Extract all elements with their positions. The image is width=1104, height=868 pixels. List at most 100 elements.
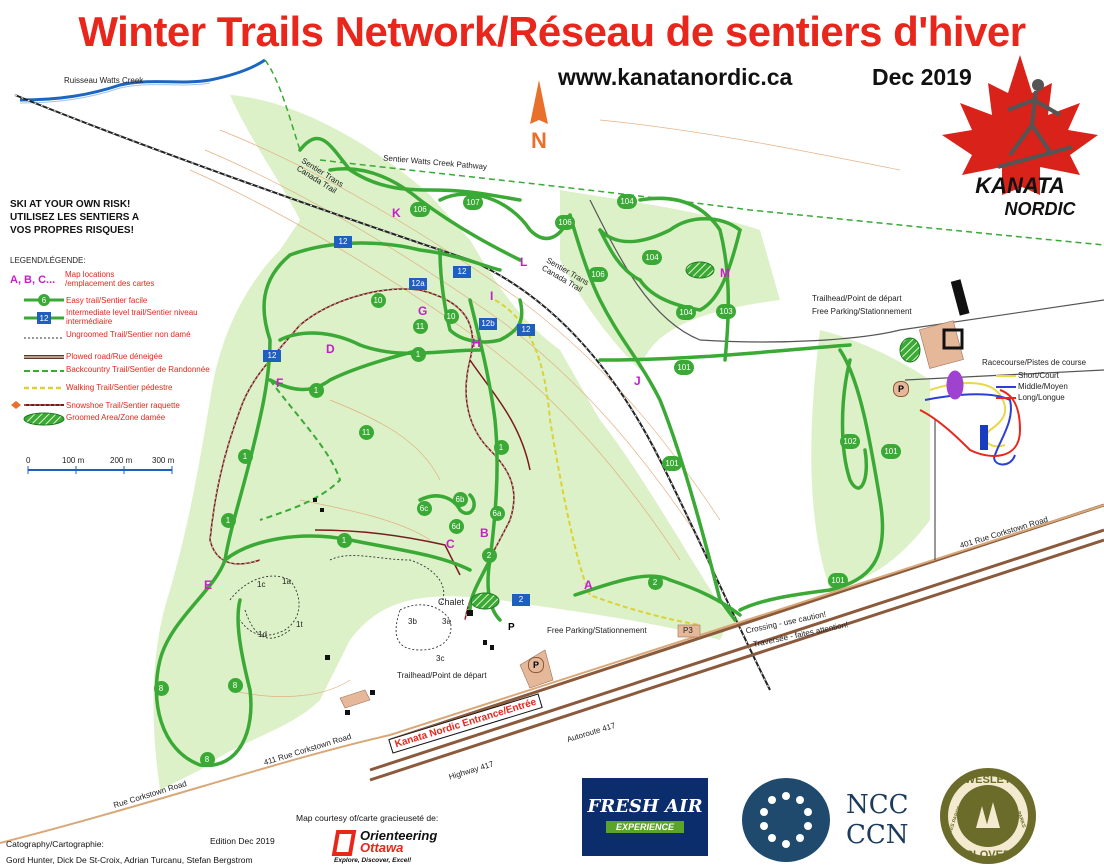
trail-marker-12: 12 (263, 350, 281, 362)
trail-marker-2: 2 (647, 575, 663, 590)
trail-marker-10: 10 (443, 309, 459, 324)
legend-map-locations-key: A, B, C... (10, 274, 56, 286)
website-link[interactable]: www.kanatanordic.ca (558, 64, 793, 90)
north-label: N (531, 128, 547, 153)
trail-marker-12: 12 (453, 266, 471, 278)
legend-plowed: Plowed road/Rue déneigée (66, 352, 163, 361)
trail-marker-3a: 3a (442, 617, 451, 626)
legend: LEGEND/LÉGENDE: A, B, C... Map locations… (8, 256, 218, 436)
svg-text:PARKS: PARKS (1015, 811, 1027, 830)
trailhead-bottom-label: Trailhead/Point de départ (397, 671, 487, 680)
svg-text:6: 6 (42, 296, 47, 305)
trail-marker-1d: 1d (258, 630, 267, 639)
legend-walking: Walking Trail/Sentier pédestre (66, 383, 173, 392)
trail-marker-11: 11 (358, 425, 374, 440)
trail-marker-8: 8 (227, 678, 243, 693)
trail-marker-10: 10 (370, 293, 386, 308)
location-m: M (720, 266, 730, 280)
trail-marker-2: 2 (481, 548, 497, 563)
location-c: C (446, 537, 455, 551)
legend-intermediate: Intermediate level trail/Sentier niveau … (66, 308, 198, 326)
trail-marker-103: 103 (716, 304, 736, 319)
trail-marker-106: 106 (410, 202, 430, 217)
trail-marker-12a: 12a (409, 278, 427, 290)
walking-trail (494, 299, 701, 626)
parking-icon: P (508, 622, 515, 633)
ungroomed-trails (229, 555, 452, 651)
trail-marker-3c: 3c (436, 654, 445, 663)
location-g: G (418, 304, 428, 318)
svg-text:WESLEY: WESLEY (965, 774, 1012, 786)
location-i: I (490, 289, 494, 303)
trailhead-top-label: Trailhead/Point de départ (812, 294, 902, 303)
p3-label: P3 (683, 626, 693, 635)
legend-easy: Easy trail/Sentier facile (66, 296, 148, 305)
parking-top-label: Free Parking/Stationnement (812, 307, 912, 316)
parking-bottom-label: Free Parking/Stationnement (547, 626, 647, 635)
wesley-clover-logo: WESLEY CLOVER LES PARCS PARKS (940, 768, 1036, 864)
trail-marker-101: 101 (881, 444, 901, 459)
racecourse-short: Short/Court (1018, 371, 1059, 380)
parking-areas (339, 320, 964, 709)
trail-marker-1t: 1t (296, 620, 303, 629)
trail-marker-101: 101 (828, 573, 848, 588)
logo-kanata: KANATA (975, 173, 1065, 198)
map-title: Winter Trails Network/Réseau de sentiers… (78, 8, 1026, 55)
groomed-areas (470, 261, 921, 610)
trail-marker-1: 1 (237, 449, 253, 464)
trail-marker-1: 1 (336, 533, 352, 548)
location-f: F (276, 376, 284, 390)
location-j: J (634, 374, 641, 388)
logo-nordic: NORDIC (1005, 199, 1077, 219)
location-k: K (392, 206, 401, 220)
trail-marker-104: 104 (676, 305, 696, 320)
legend-backcountry: Backcountry Trail/Sentier de Randonnée (66, 365, 210, 374)
location-h: H (472, 336, 481, 350)
buildings (313, 279, 970, 715)
trail-marker-104: 104 (617, 194, 637, 209)
credit-authors: Gord Hunter, Dick De St-Croix, Adrian Tu… (6, 855, 253, 865)
legend-title: LEGEND/LÉGENDE: (10, 256, 86, 265)
location-l: L (520, 255, 528, 269)
legend-ungroomed: Ungroomed Trail/Sentier non damé (66, 330, 191, 339)
trail-marker-1: 1 (410, 347, 426, 362)
credit-edition: Edition Dec 2019 (210, 836, 275, 846)
credit-cartography: Catography/Cartographie: (6, 839, 104, 849)
warning-line-1: SKI AT YOUR OWN RISK! (10, 199, 131, 210)
trail-marker-6b: 6b (452, 492, 468, 507)
legend-groomed: Groomed Area/Zone damée (66, 413, 166, 422)
trees-icon (976, 802, 1000, 828)
trail-marker-6a: 6a (489, 506, 505, 521)
creek-label: Ruisseau Watts Creek (64, 76, 144, 85)
trail-marker-101: 101 (674, 360, 694, 375)
watts-creek-pathway (319, 159, 1104, 246)
trail-marker-8: 8 (153, 681, 169, 696)
scale-bar: 0 100 m 200 m 300 m (26, 456, 175, 474)
warning-line-2: UTILISEZ LES SENTIERS A (10, 212, 140, 223)
racecourse-long: Long/Longue (1018, 393, 1065, 402)
racecourse-middle: Middle/Moyen (1018, 382, 1068, 391)
parking-icon: P (893, 381, 909, 397)
trail-marker-8: 8 (199, 752, 215, 767)
trail-marker-106: 106 (588, 267, 608, 282)
racecourse (919, 370, 1022, 466)
creek-water (19, 58, 266, 102)
maple-leaf-icon (942, 55, 1098, 195)
edition-date: Dec 2019 (872, 64, 972, 90)
trail-marker-1: 1 (308, 383, 324, 398)
legend-snowshoe: Snowshoe Trail/Sentier raquette (66, 401, 180, 410)
trail-map (0, 58, 1104, 844)
trail-marker-6d: 6d (448, 519, 464, 534)
legend-map-locations: Map locations /emplacement des cartes (65, 270, 155, 288)
corkstown-road (0, 504, 1104, 844)
chalet-label: Chalet (438, 597, 465, 607)
trail-marker-1: 1 (493, 440, 509, 455)
fresh-air-logo: FRESH AIR EXPERIENCE (582, 778, 708, 856)
racecourse-legend: Racecourse/Pistes de course Short/Court … (982, 358, 1104, 408)
trail-marker-102: 102 (840, 434, 860, 449)
trail-marker-2: 2 (512, 594, 530, 606)
racecourse-title: Racecourse/Pistes de course (982, 358, 1087, 367)
trail-marker-12: 12 (517, 324, 535, 336)
trail-marker-107: 107 (463, 195, 483, 210)
location-e: E (204, 578, 213, 592)
